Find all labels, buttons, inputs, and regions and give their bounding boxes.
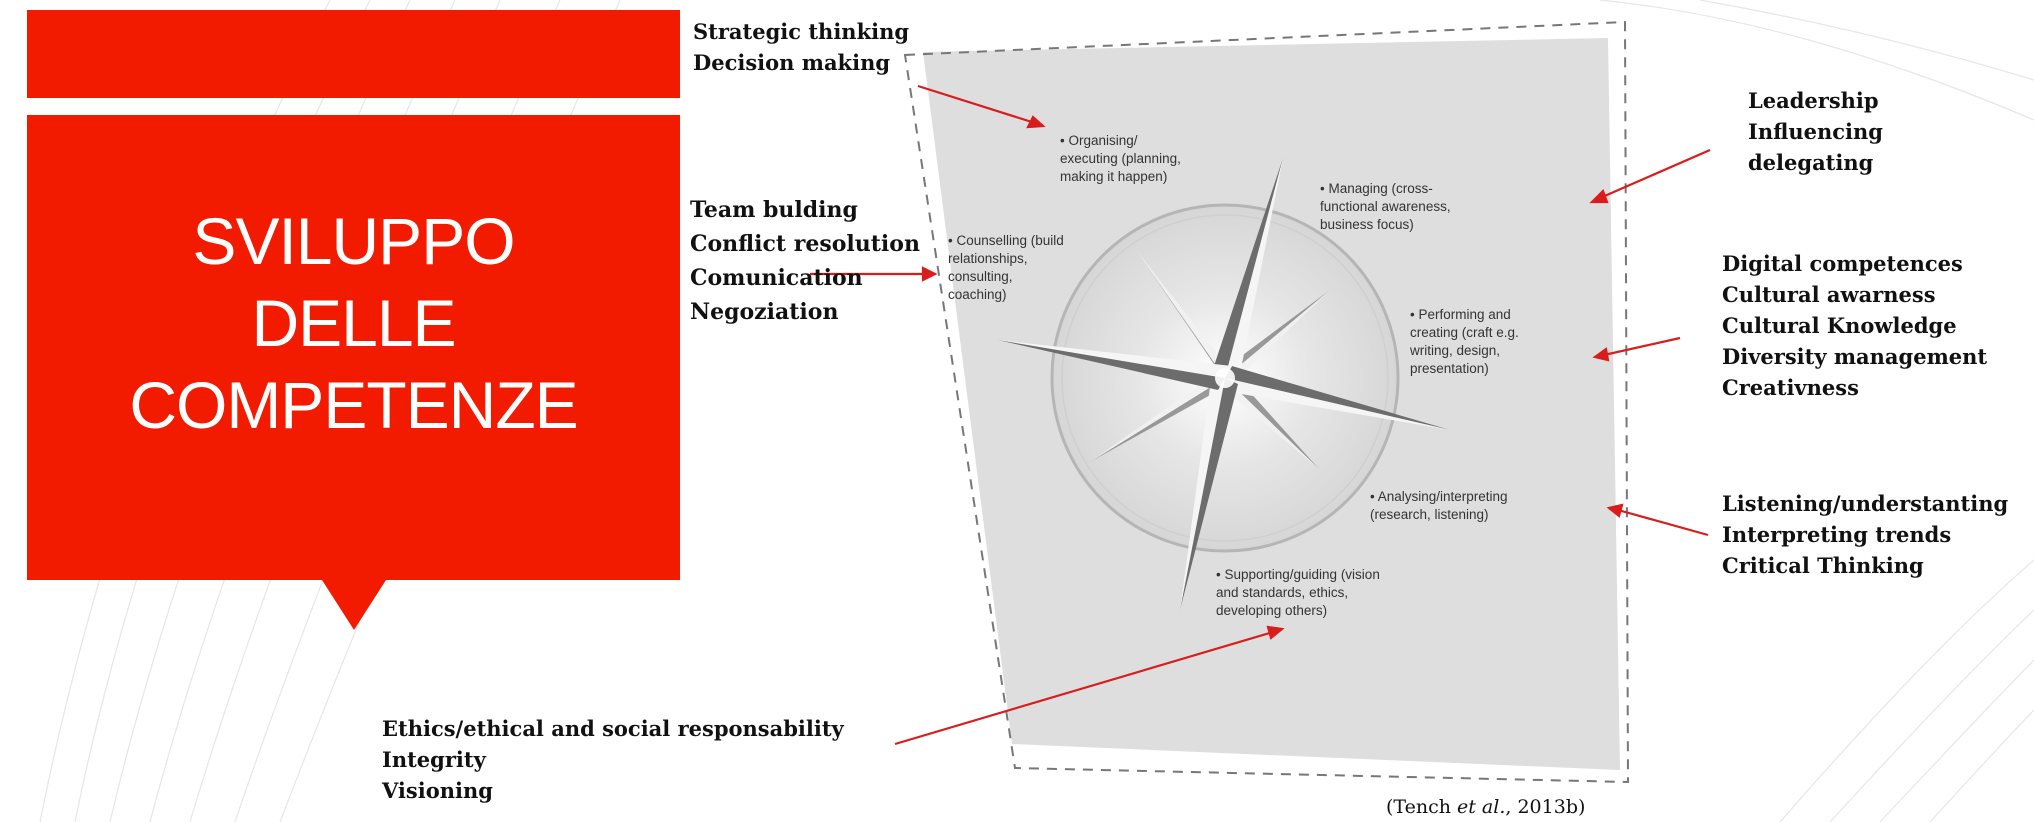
- label-supporting: • Supporting/guiding (vision and standar…: [1216, 566, 1380, 620]
- skill-item: delegating: [1748, 150, 1874, 175]
- skill-item: Integrity: [382, 747, 486, 772]
- label-line: functional awareness,: [1320, 199, 1451, 214]
- header-red-bar: [27, 10, 680, 98]
- compass-ring-inner: [1061, 214, 1389, 542]
- skills-right-top: Leadership Influencing delegating: [1748, 85, 1883, 178]
- skill-item: Diversity management: [1722, 344, 1988, 369]
- citation-suffix: , 2013b): [1505, 796, 1586, 818]
- label-line: • Supporting/guiding (vision: [1216, 567, 1380, 582]
- citation-italic: et al.: [1457, 796, 1506, 818]
- label-line: • Managing (cross-: [1320, 181, 1433, 196]
- skill-item: Ethics/ethical and social responsability: [382, 716, 844, 741]
- label-line: • Organising/: [1060, 133, 1138, 148]
- label-line: making it happen): [1060, 169, 1168, 184]
- label-line: • Analysing/interpreting: [1370, 489, 1508, 504]
- title-line: COMPETENZE: [129, 368, 578, 442]
- label-line: presentation): [1410, 361, 1489, 376]
- label-line: business focus): [1320, 217, 1414, 232]
- skills-right-bottom: Listening/understanting Interpreting tre…: [1722, 488, 2008, 581]
- skill-item: Listening/understanting: [1722, 491, 2009, 516]
- slide-title: SVILUPPO DELLE COMPETENZE: [27, 200, 680, 446]
- label-line: developing others): [1216, 603, 1328, 618]
- skills-bottom: Ethics/ethical and social responsability…: [382, 713, 844, 806]
- diagram-dashed-frame: [903, 20, 1630, 784]
- label-line: consulting,: [948, 269, 1013, 284]
- label-line: executing (planning,: [1060, 151, 1181, 166]
- skill-item: Decision making: [693, 50, 891, 75]
- label-line: relationships,: [948, 251, 1028, 266]
- label-counselling: • Counselling (build relationships, cons…: [948, 232, 1064, 304]
- label-line: coaching): [948, 287, 1007, 302]
- label-line: creating (craft e.g.: [1410, 325, 1519, 340]
- skill-item: Creativness: [1722, 375, 1859, 400]
- title-box-pointer: [322, 580, 386, 630]
- skill-item: Critical Thinking: [1722, 553, 1924, 578]
- compass-secondary-rays: [1090, 250, 1330, 470]
- skill-item: Negoziation: [690, 299, 839, 325]
- label-line: and standards, ethics,: [1216, 585, 1349, 600]
- compass-center: [1215, 368, 1235, 388]
- red-arrows: [810, 84, 1711, 746]
- citation: (Tench et al., 2013b): [1386, 796, 1585, 818]
- label-managing: • Managing (cross- functional awareness,…: [1320, 180, 1451, 234]
- citation-prefix: (Tench: [1386, 796, 1458, 818]
- label-analysing: • Analysing/interpreting (research, list…: [1370, 488, 1508, 524]
- label-line: • Counselling (build: [948, 233, 1064, 248]
- skill-item: Team bulding: [690, 197, 858, 223]
- skill-item: Influencing: [1748, 119, 1883, 144]
- skill-item: Strategic thinking: [693, 19, 910, 44]
- skill-item: Cultural Knowledge: [1722, 313, 1957, 338]
- label-performing: • Performing and creating (craft e.g. wr…: [1410, 306, 1519, 378]
- title-line: SVILUPPO: [192, 204, 515, 278]
- skill-item: Leadership: [1748, 88, 1879, 113]
- label-line: (research, listening): [1370, 507, 1489, 522]
- skills-mid-left: Team bulding Conflict resolution Comunic…: [690, 193, 920, 329]
- compass-main-rays: [998, 158, 1450, 610]
- skills-right-mid: Digital competences Cultural awarness Cu…: [1722, 248, 1987, 403]
- title-red-box: [27, 115, 680, 580]
- label-line: writing, design,: [1410, 343, 1501, 358]
- skill-item: Conflict resolution: [690, 231, 920, 257]
- label-organising: • Organising/ executing (planning, makin…: [1060, 132, 1181, 186]
- skill-item: Interpreting trends: [1722, 522, 1952, 547]
- skill-item: Comunication: [690, 265, 863, 291]
- label-line: • Performing and: [1410, 307, 1511, 322]
- skills-top-left: Strategic thinking Decision making: [693, 16, 909, 78]
- skill-item: Cultural awarness: [1722, 282, 1936, 307]
- skill-item: Visioning: [382, 778, 493, 803]
- skill-item: Digital competences: [1722, 251, 1963, 276]
- title-line: DELLE: [251, 286, 456, 360]
